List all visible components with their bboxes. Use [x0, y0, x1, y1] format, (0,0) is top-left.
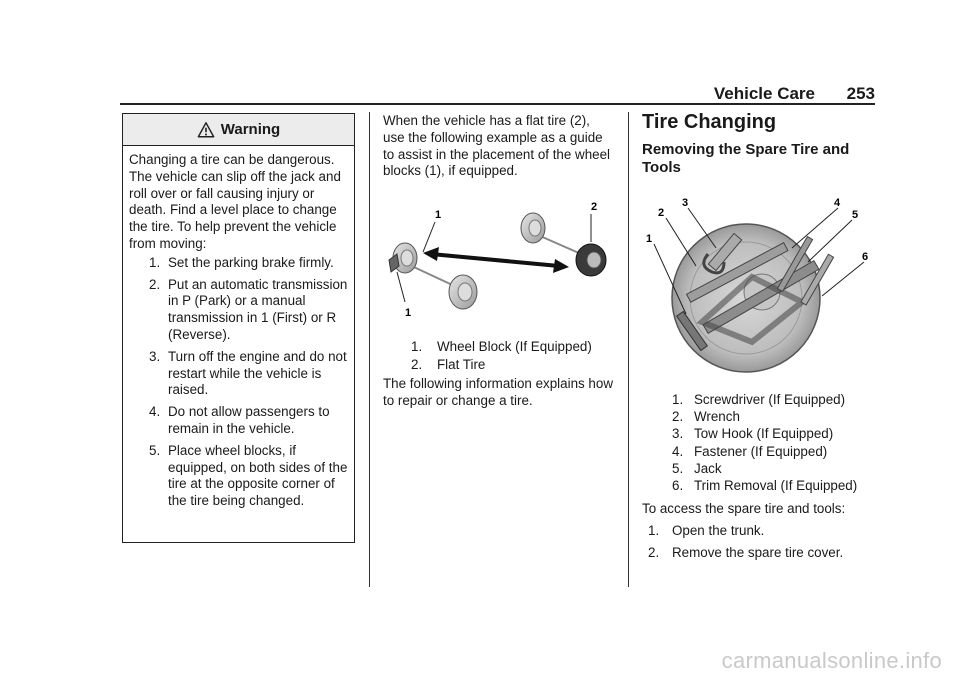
figure-label: 5 [852, 209, 858, 221]
wheel-rear-right [520, 212, 546, 244]
screwdriver [675, 310, 709, 352]
warning-header: Warning [123, 114, 354, 146]
figure-label: 1 [405, 307, 411, 319]
repair-intro: The following information explains how t… [383, 376, 613, 408]
page-number: 253 [846, 84, 875, 103]
caption-item: 5.Jack [672, 460, 722, 476]
warning-body: Changing a tire can be dangerous. The ve… [123, 146, 354, 510]
section-heading: Tire Changing [642, 111, 777, 133]
column-divider-right [628, 112, 629, 587]
figure-label: 4 [834, 197, 841, 209]
section-title: Vehicle Care [713, 84, 815, 103]
warning-step: 1.Set the parking brake firmly. [149, 254, 334, 270]
access-intro: To access the spare tire and tools: [642, 501, 846, 516]
tire-changing-section: Tire Changing Removing the Spare Tire an… [642, 110, 882, 177]
page-header: Vehicle Care 253 [120, 84, 875, 104]
figure-label: 1 [435, 209, 441, 221]
warning-triangle-icon [197, 121, 215, 137]
column-divider-left [369, 112, 370, 587]
warning-step: 4.Do not allow passengers to remain in t… [149, 404, 330, 436]
flat-tire [575, 243, 607, 277]
wrench [685, 241, 789, 303]
wheel-block-illustration: 1 2 1 [388, 201, 607, 319]
tow-hook [702, 232, 743, 275]
warning-step: 5.Place wheel blocks, if equipped, on bo… [149, 442, 348, 509]
access-step: 1.Open the trunk. [648, 523, 765, 539]
caption-item: 2.Wrench [672, 409, 740, 425]
caption-item: 6.Trim Removal (If Equipped) [672, 478, 858, 494]
header-rule [120, 103, 875, 105]
figure-label: 2 [658, 207, 664, 219]
subsection-heading: Removing the Spare Tire and Tools [642, 141, 850, 176]
warning-box: Warning Changing a tire can be dangerous… [122, 113, 355, 543]
spare-tire-tools-illustration: 1 2 3 4 5 6 [646, 197, 868, 373]
diagonal-arrow [423, 247, 569, 273]
figure-label: 2 [591, 201, 597, 213]
caption-item: 4.Fastener (If Equipped) [672, 443, 828, 459]
access-instructions: To access the spare tire and tools: 1.Op… [642, 500, 882, 567]
warning-step: 2.Put an automatic transmission in P (Pa… [149, 276, 348, 342]
warning-step: 3.Turn off the engine and do not restart… [149, 348, 347, 398]
warning-steps: 1.Set the parking brake firmly. 2.Put an… [129, 255, 348, 510]
wheel-block-caption: 1.Wheel Block (If Equipped) 2.Flat Tire [383, 338, 615, 373]
wheel-block-intro: When the vehicle has a flat tire (2), us… [383, 113, 611, 179]
trim-removal-tool [800, 253, 835, 306]
figure-label: 1 [646, 233, 652, 245]
caption-item: 1.Screwdriver (If Equipped) [672, 392, 846, 407]
caption-item: 2.Flat Tire [411, 356, 486, 372]
wheel-block [388, 253, 400, 273]
figure-label: 3 [682, 197, 688, 209]
wheel-rear-left [448, 274, 478, 310]
caption-item: 3.Tow Hook (If Equipped) [672, 426, 834, 442]
watermark: carmanualsonline.info [721, 648, 942, 673]
figure-label: 6 [862, 251, 868, 263]
access-step: 2.Remove the spare tire cover. [648, 545, 844, 561]
warning-title: Warning [220, 121, 281, 138]
tools-caption: 1.Screwdriver (If Equipped) 2.Wrench 3.T… [642, 391, 882, 494]
warning-intro: Changing a tire can be dangerous. The ve… [129, 152, 341, 251]
caption-item: 1.Wheel Block (If Equipped) [411, 339, 592, 354]
fastener [776, 235, 814, 293]
